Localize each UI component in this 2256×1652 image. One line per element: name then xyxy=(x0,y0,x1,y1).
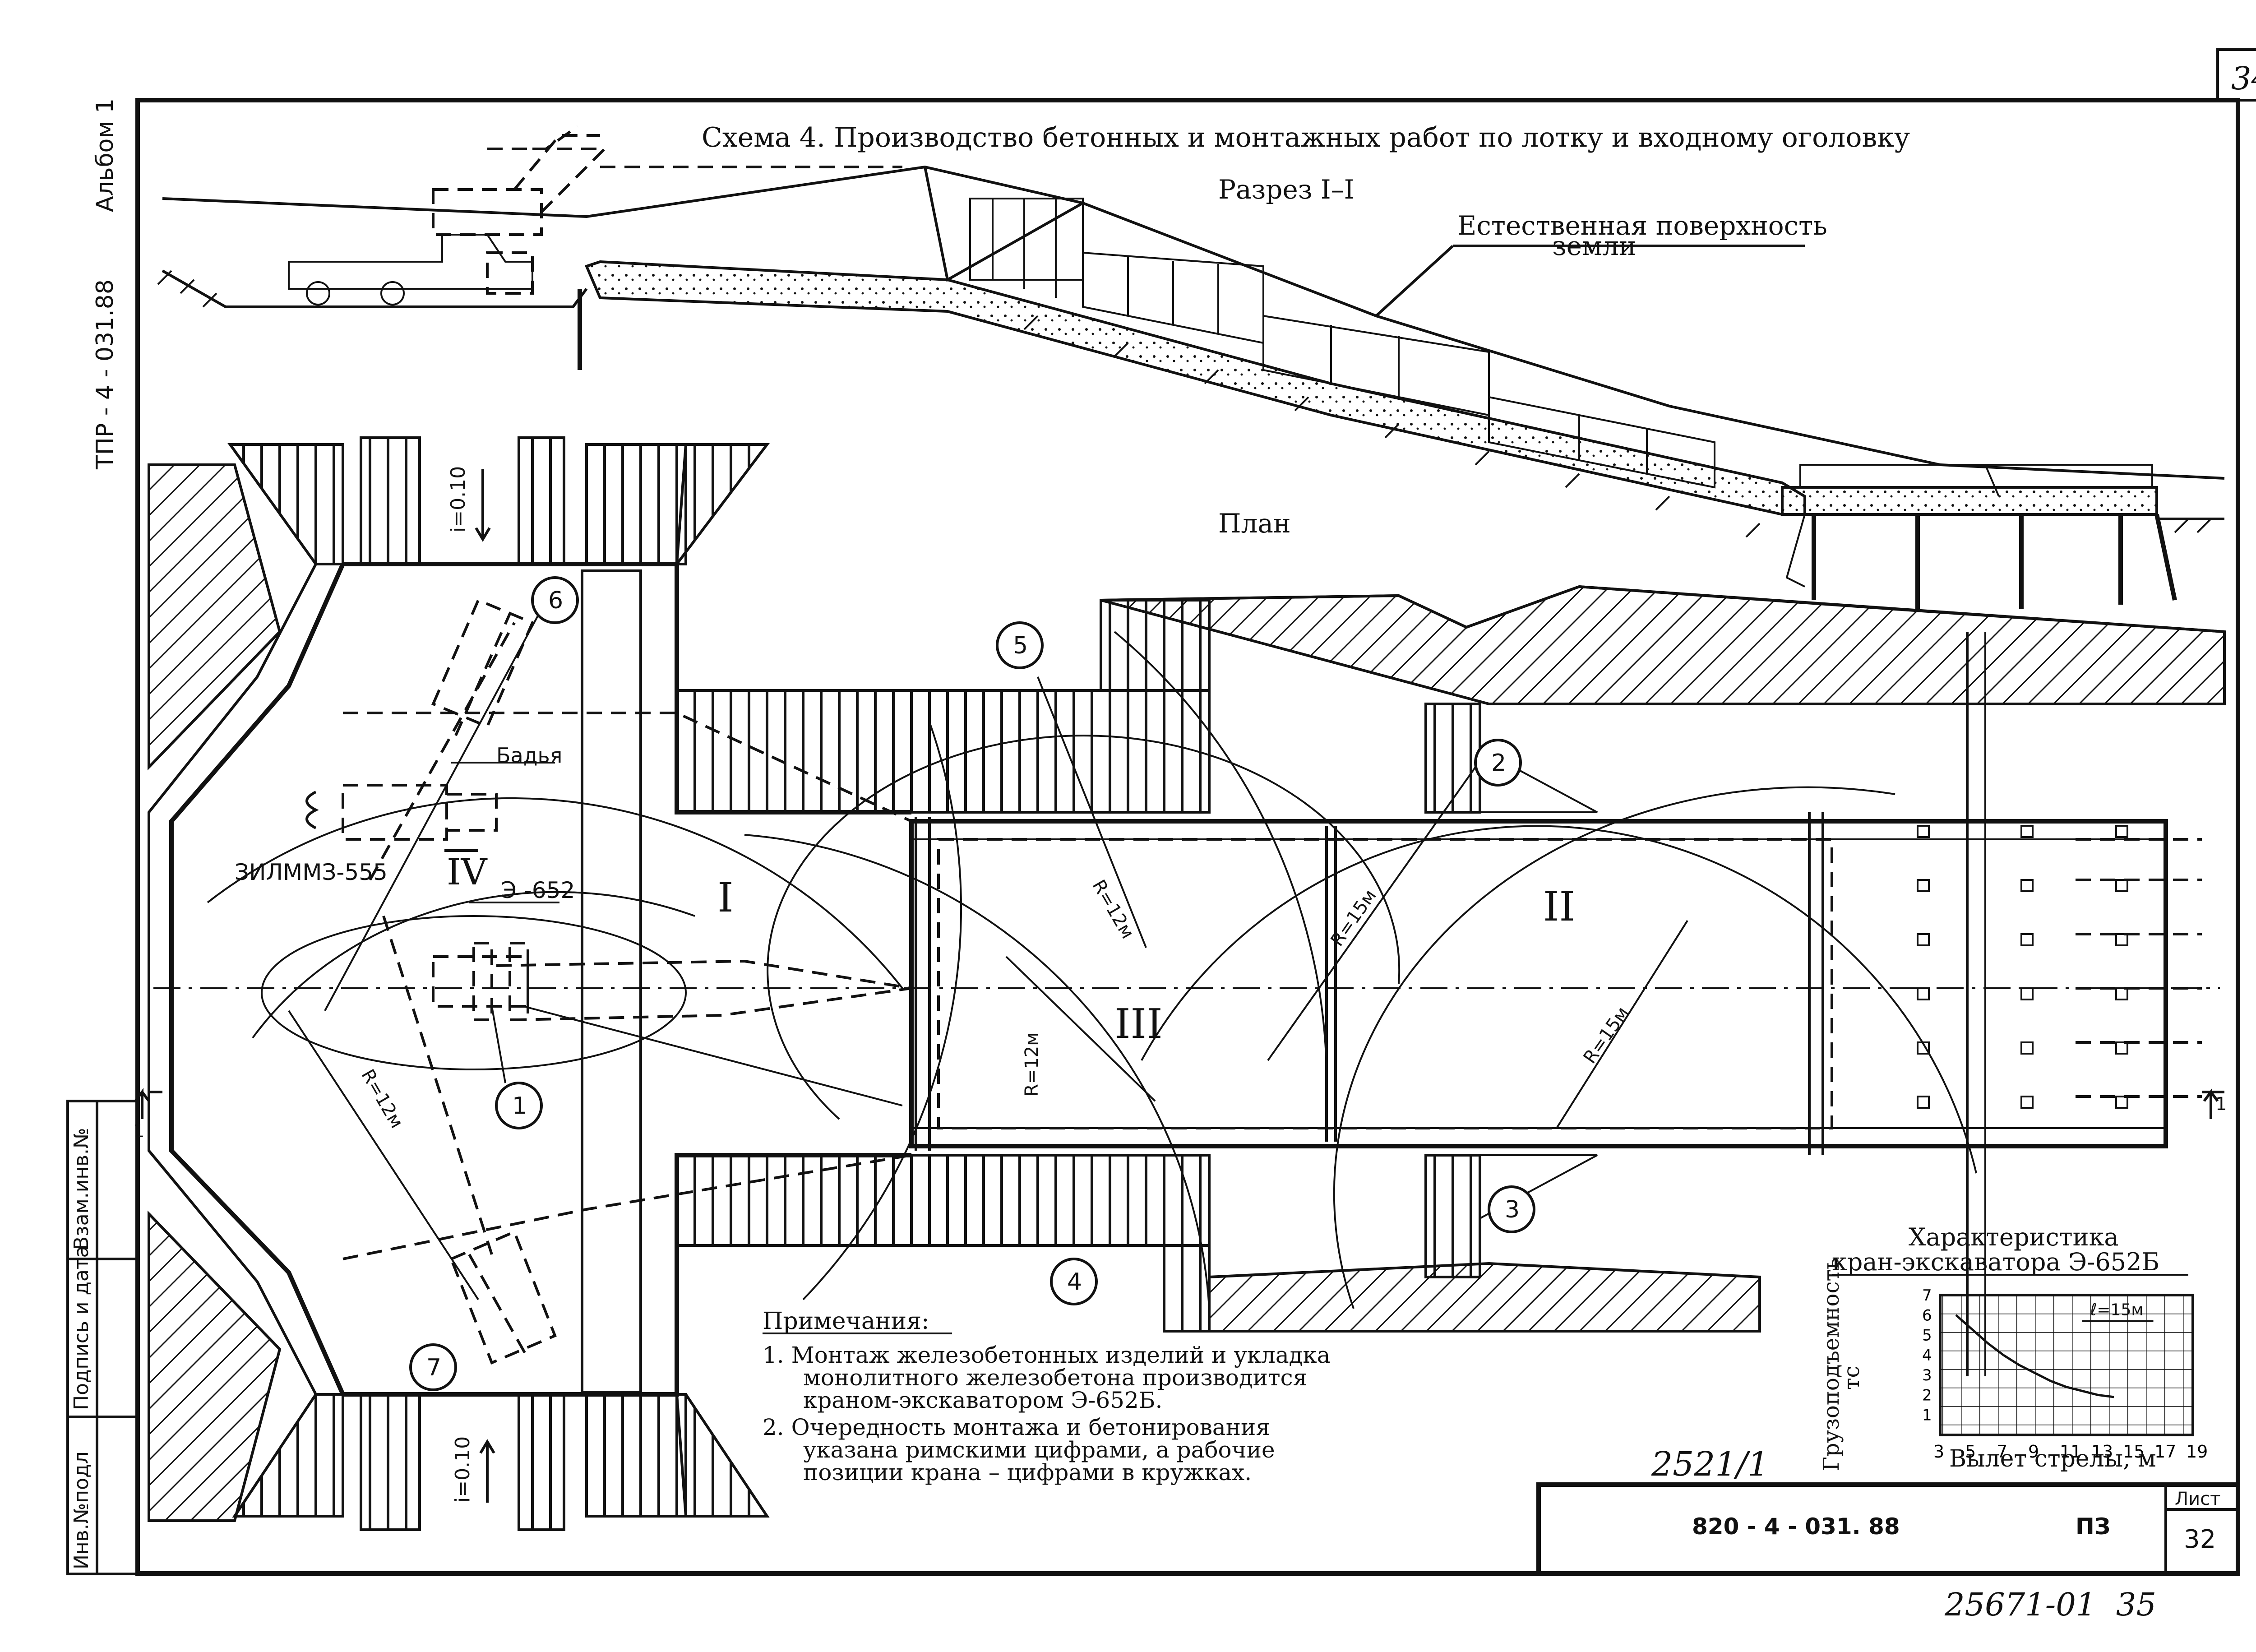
strip-cell-inventory: Инв.№подл xyxy=(70,1451,93,1569)
y-tick-label: 4 xyxy=(1922,1347,1932,1365)
chart-title-2: кран-экскаватора Э-652Б xyxy=(1832,1248,2159,1276)
ground-surface-label: Естественная поверхность xyxy=(1457,210,1827,241)
tpr-code: ТПР - 4 - 031.88 xyxy=(92,279,119,470)
page-corner-number: 34 xyxy=(2231,60,2256,97)
svg-text:3: 3 xyxy=(1505,1196,1520,1223)
section-profile xyxy=(157,125,2225,609)
position-6: 6 xyxy=(531,576,579,624)
doc-code: 820 - 4 - 031. 88 xyxy=(1692,1513,1900,1540)
section-mark-left: 1 xyxy=(133,1121,144,1142)
radius-4: R=12м xyxy=(1022,1032,1042,1097)
note-2-line-1: 2. Очередность монтажа и бетонирования xyxy=(763,1414,1270,1440)
crane-position-6-icon xyxy=(431,598,534,736)
strip-cell-signature: Подпись и дата xyxy=(70,1246,93,1410)
x-tick-label: 9 xyxy=(2028,1442,2039,1462)
crane-chart: Характеристика кран-экскаватора Э-652Б Г… xyxy=(1819,1223,2208,1472)
list-label: Лист xyxy=(2175,1489,2220,1509)
notes-heading: Примечания: xyxy=(763,1308,929,1335)
position-1: 1 xyxy=(491,1006,543,1129)
crane-excavator-icon xyxy=(432,942,529,1021)
y-tick-label: 1 xyxy=(1922,1407,1932,1425)
slope-top: i=0.10 xyxy=(447,466,470,532)
svg-text:7: 7 xyxy=(426,1354,441,1381)
position-2: 2 xyxy=(1474,739,1522,787)
handwritten-bottom: 25671-01 35 xyxy=(1944,1586,2156,1623)
album-label: Альбом 1 xyxy=(92,98,119,212)
y-tick-label: 2 xyxy=(1922,1386,1932,1404)
zone-III: III xyxy=(1114,1000,1163,1048)
sheet-frame: 34 xyxy=(135,48,2256,1576)
y-tick-label: 5 xyxy=(1922,1327,1932,1345)
curve-label: ℓ=15м xyxy=(2090,1300,2144,1319)
crane-label: Э -652 xyxy=(501,877,575,903)
zone-I: I xyxy=(717,874,734,921)
zone-II: II xyxy=(1543,883,1575,930)
signature-strip: Взам.инв.№ Подпись и дата Инв.№подл xyxy=(66,1100,139,1575)
chart-xlabel: Вылет стрелы, м xyxy=(1949,1445,2156,1472)
section-label: Разрез I–I xyxy=(1218,174,1355,205)
left-code-strip: Альбом 1 ТПР - 4 - 031.88 xyxy=(92,98,119,470)
slope-bottom: i=0.10 xyxy=(451,1436,474,1503)
svg-text:6: 6 xyxy=(548,587,563,614)
handwritten-mid: 2521/1 xyxy=(1651,1445,1769,1484)
chart-ylabel-2: тс xyxy=(1839,1366,1864,1390)
note-1-line-1: 1. Монтаж железобетонных изделий и уклад… xyxy=(763,1342,1330,1368)
title-stamp: 2521/1 820 - 4 - 031. 88 ПЗ Лист 32 2567… xyxy=(1536,1445,2240,1623)
radius-5: R=12м xyxy=(357,1066,407,1132)
sheet-code: ПЗ xyxy=(2076,1513,2110,1540)
svg-text:1: 1 xyxy=(512,1092,527,1120)
svg-text:4: 4 xyxy=(1067,1268,1082,1296)
zone-IV: IV xyxy=(447,851,488,893)
position-4: 4 xyxy=(1050,1258,1098,1305)
x-tick-label: 13 xyxy=(2091,1442,2113,1462)
chart-grid xyxy=(1939,1294,2194,1436)
position-5: 5 xyxy=(996,621,1044,669)
note-2-line-3: позиции крана – цифрами в кружках. xyxy=(803,1459,1252,1485)
position-3: 3 xyxy=(1488,1185,1535,1233)
sheet-title: Схема 4. Производство бетонных и монтажн… xyxy=(702,122,1910,153)
bucket-label: Бадья xyxy=(496,743,562,768)
radius-3: R=15м xyxy=(1580,1003,1633,1068)
plan-view: 1 1 i=0.10 i=0.10 Бадья ЗИЛММЗ-555 Э -65… xyxy=(133,436,2227,1531)
strip-cell-replacement: Взам.инв.№ xyxy=(70,1128,93,1250)
x-tick-label: 3 xyxy=(1933,1442,1944,1462)
svg-text:2: 2 xyxy=(1491,750,1506,777)
x-tick-label: 7 xyxy=(1997,1442,2007,1462)
note-1-line-3: краном-экскаватором Э-652Б. xyxy=(803,1387,1162,1413)
chart-title-1: Характеристика xyxy=(1909,1223,2119,1251)
chart-ylabel-1: Грузоподъемность xyxy=(1819,1258,1844,1471)
y-tick-label: 3 xyxy=(1922,1366,1932,1384)
section-mark-right: 1 xyxy=(2215,1094,2227,1115)
x-tick-label: 15 xyxy=(2123,1442,2145,1462)
plan-label: План xyxy=(1218,508,1291,539)
position-7: 7 xyxy=(409,1343,457,1391)
list-number: 32 xyxy=(2184,1525,2216,1554)
x-tick-label: 19 xyxy=(2186,1442,2208,1462)
x-tick-label: 17 xyxy=(2154,1442,2176,1462)
x-tick-label: 5 xyxy=(1965,1442,1976,1462)
y-tick-label: 6 xyxy=(1922,1306,1932,1324)
x-tick-label: 11 xyxy=(2060,1442,2081,1462)
note-2-line-2: указана римскими цифрами, а рабочие xyxy=(803,1437,1275,1463)
truck-section-icon xyxy=(288,125,902,305)
truck-plan-icon xyxy=(305,784,498,841)
truck-label: ЗИЛММЗ-555 xyxy=(235,859,388,885)
notes-block: Примечания: 1. Монтаж железобетонных изд… xyxy=(763,1308,1330,1485)
y-tick-label: 7 xyxy=(1922,1286,1932,1305)
crane-position-7-icon xyxy=(449,1230,557,1365)
note-1-line-2: монолитного железобетона производится xyxy=(803,1365,1307,1391)
svg-text:5: 5 xyxy=(1013,632,1028,659)
